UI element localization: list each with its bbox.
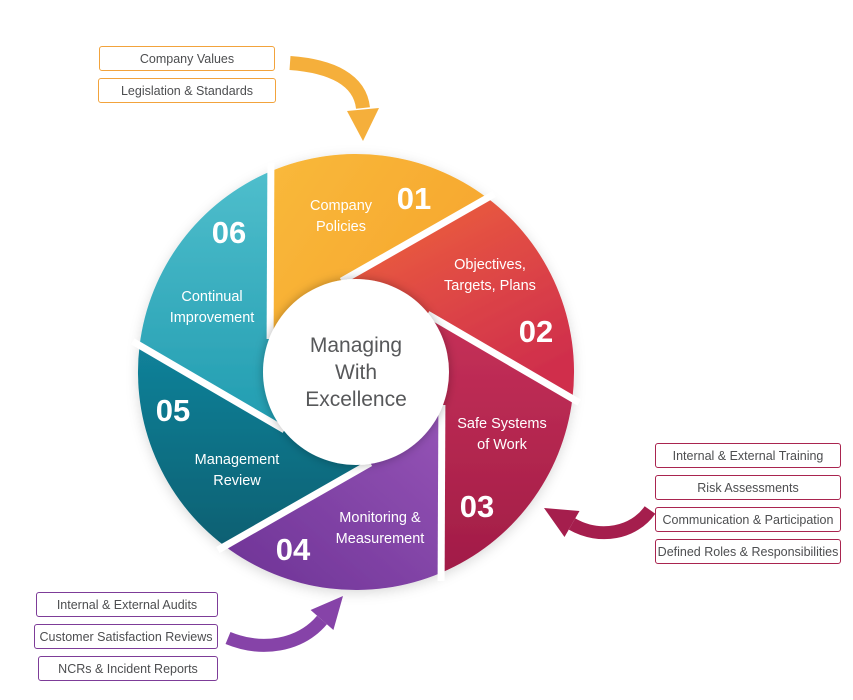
center-title-line3: Excellence (305, 388, 407, 411)
segment-number-05: 05 (156, 393, 190, 428)
segment-number-03: 03 (460, 489, 494, 524)
segment-label: Targets, Plans (444, 278, 536, 294)
arrow-head (544, 508, 580, 537)
segment-label: Improvement (170, 310, 255, 326)
callout-company-values: Company Values (99, 46, 275, 71)
callout-label: Defined Roles & Responsibilities (657, 544, 839, 559)
segment-number-01: 01 (397, 181, 431, 216)
callout-label: Legislation & Standards (120, 83, 254, 98)
divider-line (437, 404, 446, 582)
callout-label: Risk Assessments (697, 480, 799, 495)
divider-line (216, 459, 373, 554)
callout-label: Internal & External Audits (56, 597, 198, 612)
callout-label: NCRs & Incident Reports (58, 661, 198, 676)
callout-label: Internal & External Training (672, 448, 824, 463)
top-callout-arrow-icon (289, 56, 379, 141)
segment-label: Management (195, 452, 280, 468)
segment-label: Objectives, (454, 257, 526, 273)
divider-line (425, 311, 582, 406)
callout-internal-external-audits: Internal & External Audits (36, 592, 218, 617)
callout-risk-assessments: Risk Assessments (655, 475, 841, 500)
divider-line (339, 190, 496, 285)
segment-label: Measurement (336, 531, 425, 547)
segment-number-06: 06 (212, 215, 246, 250)
callout-label: Communication & Participation (662, 512, 834, 527)
divider-line (130, 338, 287, 433)
segment-label: Continual (181, 289, 242, 305)
center-circle (263, 279, 449, 465)
segment-number-04: 04 (276, 532, 311, 567)
callout-legislation-standards: Legislation & Standards (98, 78, 276, 103)
callout-label: Customer Satisfaction Reviews (39, 629, 213, 644)
segment-label: Company (310, 198, 373, 214)
divider-line (266, 162, 275, 340)
center-title-line1: Managing (310, 334, 402, 357)
segment-label: Review (213, 473, 261, 489)
callout-ncrs-incident-reports: NCRs & Incident Reports (38, 656, 218, 681)
arrow-head (310, 596, 343, 630)
arrow-curve (568, 505, 656, 540)
right-callout-arrow-icon (544, 505, 656, 540)
segment-label: Monitoring & (339, 510, 421, 526)
arrow-curve (225, 615, 327, 652)
callout-internal-external-training: Internal & External Training (655, 443, 841, 468)
arrow-curve (289, 56, 370, 110)
segment-label: Policies (316, 219, 366, 235)
segment-label: Safe Systems (457, 416, 546, 432)
arrow-head (347, 108, 379, 141)
segment-number-02: 02 (519, 314, 553, 349)
segment-01-company-policies (270, 153, 488, 339)
callout-communication-participation: Communication & Participation (655, 507, 841, 532)
bottom-callout-arrow-icon (225, 596, 343, 652)
segment-04-monitoring-measurement (224, 405, 442, 591)
segment-label: of Work (477, 437, 527, 453)
segment-dividers (130, 162, 582, 582)
callout-label: Company Values (139, 51, 235, 66)
callout-customer-satisfaction-reviews: Customer Satisfaction Reviews (34, 624, 218, 649)
center-title-line2: With (335, 361, 377, 384)
callout-defined-roles-responsibilities: Defined Roles & Responsibilities (655, 539, 841, 564)
